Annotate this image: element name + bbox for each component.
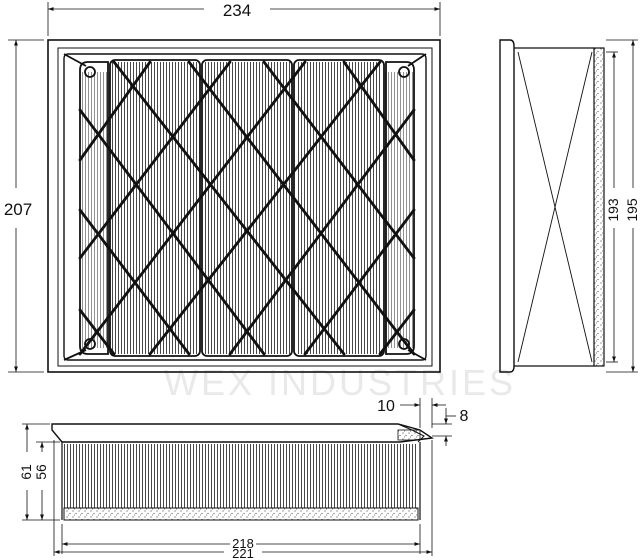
watermark: WEX INDUSTRIES bbox=[164, 362, 516, 403]
top-view-dimensions bbox=[8, 2, 441, 373]
front-view bbox=[51, 423, 434, 521]
dim-side-inner-height: 193 bbox=[605, 198, 621, 222]
dim-seal-width: 8 bbox=[460, 408, 469, 425]
dim-inner-length: 218 bbox=[232, 536, 254, 551]
top-view-inner-frame bbox=[57, 47, 433, 367]
corner-struts bbox=[63, 53, 427, 361]
watermark-brand: WEX INDUSTRIES bbox=[164, 362, 516, 403]
front-view-seal bbox=[63, 507, 419, 521]
dim-top-width: 234 bbox=[223, 1, 251, 20]
side-view-seal bbox=[593, 47, 605, 367]
front-view-rim bbox=[51, 423, 434, 443]
grid-panels bbox=[79, 59, 415, 357]
diagonal-lattice bbox=[78, 60, 416, 356]
dim-outer-length: 221 bbox=[232, 546, 254, 560]
dim-left-height: 207 bbox=[4, 200, 32, 219]
dim-pleat-height: 56 bbox=[33, 464, 49, 480]
front-view-dimensions bbox=[22, 398, 456, 556]
dim-side-outer-height: 195 bbox=[624, 198, 640, 222]
dim-total-height: 61 bbox=[18, 464, 34, 480]
side-view bbox=[499, 39, 605, 373]
dim-rim-width: 10 bbox=[377, 398, 395, 415]
side-view-dimensions bbox=[606, 39, 638, 373]
side-view-flange bbox=[499, 39, 515, 373]
front-view-pleats bbox=[64, 444, 418, 508]
top-view-outer-frame bbox=[47, 39, 441, 373]
top-view bbox=[47, 39, 441, 373]
pleat-hatching bbox=[80, 62, 414, 354]
